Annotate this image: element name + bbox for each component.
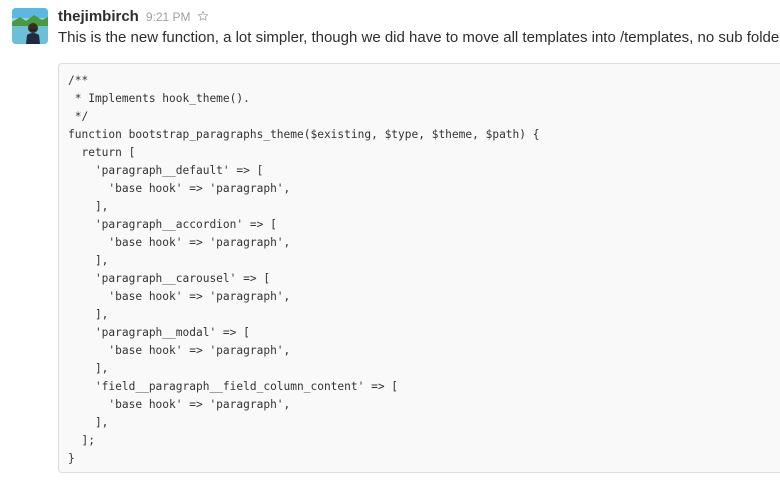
code-line: 'field__paragraph__field_column_content'… [68,380,399,393]
code-line: 'base hook' => 'paragraph', [68,236,291,249]
code-line: ]; [68,434,95,447]
code-line: ], [68,254,109,267]
message-header: thejimbirch 9:21 PM [58,8,209,28]
code-line: 'base hook' => 'paragraph', [68,398,291,411]
code-line: 'paragraph__accordion' => [ [68,218,277,231]
code-line: 'paragraph__default' => [ [68,164,264,177]
code-line: 'base hook' => 'paragraph', [68,344,291,357]
message-text: This is the new function, a lot simpler,… [58,29,780,46]
timestamp[interactable]: 9:21 PM [145,10,191,24]
code-block: /** * Implements hook_theme(). */ functi… [58,63,780,473]
code-line: 'base hook' => 'paragraph', [68,290,291,303]
code-line: * Implements hook_theme(). [68,92,250,105]
code-line: return [ [68,146,136,159]
code-line: ], [68,362,109,375]
code-line: 'paragraph__carousel' => [ [68,272,271,285]
user-avatar[interactable] [12,8,48,44]
code-line: ], [68,308,109,321]
code-line: } [68,452,75,465]
code-line: 'base hook' => 'paragraph', [68,182,291,195]
code-line: function bootstrap_paragraphs_theme($exi… [68,128,540,141]
code-line: ], [68,416,109,429]
code-line: ], [68,200,109,213]
star-icon[interactable] [197,9,209,21]
code-line: /** [68,74,89,87]
code-line: */ [68,110,89,123]
username[interactable]: thejimbirch [58,8,139,25]
code-line: 'paragraph__modal' => [ [68,326,250,339]
